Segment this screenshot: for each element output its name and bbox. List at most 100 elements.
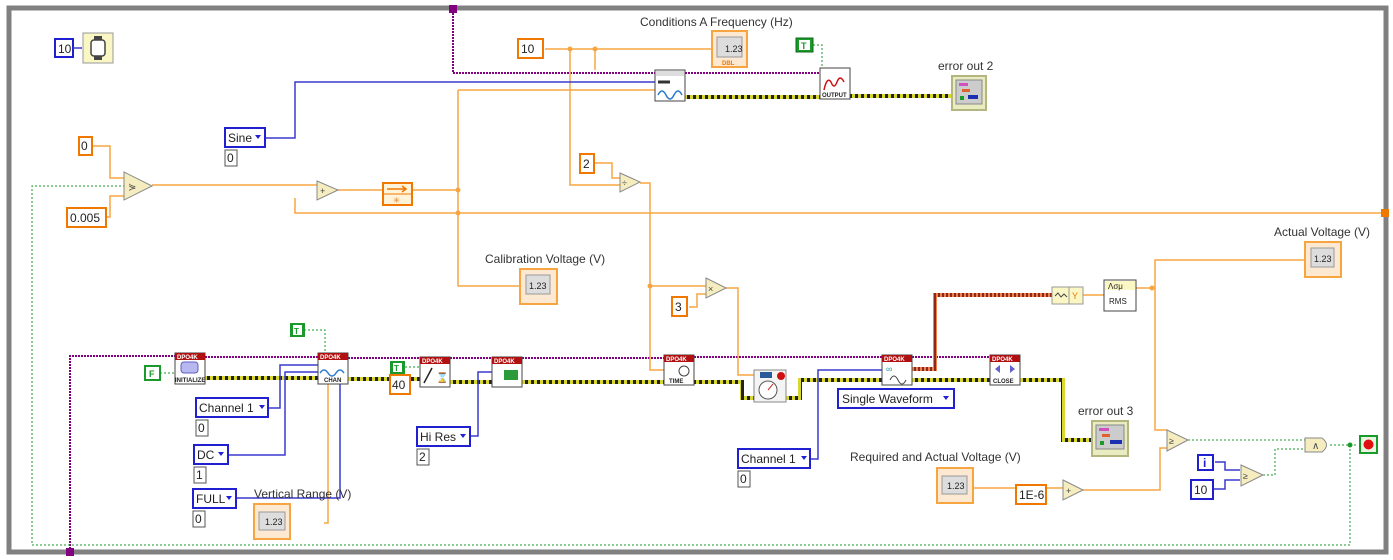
dpo-initialize-vi[interactable]: DPO4K INITIALIZE xyxy=(174,352,206,385)
start-const[interactable]: 0 xyxy=(78,136,93,156)
svg-text:✳: ✳ xyxy=(393,196,400,205)
waveform-type-enum[interactable]: Sine 0 xyxy=(224,127,266,167)
freq-label: Conditions A Frequency (Hz) xyxy=(640,15,793,29)
multiplier-const[interactable]: 3 xyxy=(671,296,688,317)
svg-text:0: 0 xyxy=(740,472,747,486)
bandwidth-enum[interactable]: FULL 0 xyxy=(192,488,237,528)
freq-indicator[interactable]: 1.23 DBL xyxy=(711,30,748,68)
dpo-config-time-vi[interactable]: DPO4K TIME xyxy=(663,354,695,386)
svg-text:i: i xyxy=(1203,456,1206,470)
svg-text:Channel 1: Channel 1 xyxy=(741,452,796,466)
svg-text:÷: ÷ xyxy=(622,178,627,188)
vertical-range-control[interactable]: 1.23 xyxy=(253,503,291,540)
svg-text:∞: ∞ xyxy=(886,364,892,374)
select-icon: ⋟ xyxy=(128,182,136,193)
select-function[interactable]: ⋟ xyxy=(123,171,154,201)
generator-configure-vi[interactable] xyxy=(654,69,686,102)
svg-text:0: 0 xyxy=(198,421,205,435)
wait-const-value: 10 xyxy=(58,42,72,56)
svg-text:⌛: ⌛ xyxy=(436,371,448,384)
svg-text:10: 10 xyxy=(1194,483,1208,497)
svg-text:CLOSE: CLOSE xyxy=(993,379,1014,385)
svg-text:Y: Y xyxy=(1072,291,1078,301)
gte-compare-iteration[interactable]: ≥ xyxy=(1240,464,1265,487)
feedback-node[interactable]: ✳ xyxy=(382,182,413,206)
svg-text:1.23: 1.23 xyxy=(265,517,283,527)
divisor-const[interactable]: 2 xyxy=(579,153,595,174)
dpo-config-acquisition-vi[interactable]: DPO4K ⌛ xyxy=(419,356,451,388)
dpo-config-channel-vi[interactable]: DPO4K CHAN xyxy=(317,352,349,385)
calibration-voltage-indicator[interactable]: 1.23 xyxy=(519,268,558,305)
freq-const[interactable]: 10 xyxy=(517,38,544,59)
gte-compare-voltage[interactable]: ≥ xyxy=(1166,429,1190,452)
svg-text:40: 40 xyxy=(392,378,406,392)
get-waveform-y[interactable]: Y xyxy=(1051,286,1084,305)
tolerance-const[interactable]: 1E-6 xyxy=(1015,484,1047,505)
rms-function[interactable]: Λσμ RMS xyxy=(1103,279,1137,312)
svg-text:Single Waveform: Single Waveform xyxy=(842,392,933,406)
divide-function[interactable]: ÷ xyxy=(619,172,642,193)
svg-text:RMS: RMS xyxy=(1109,297,1127,306)
iteration-terminal: i xyxy=(1197,454,1214,471)
output-wave-icon xyxy=(823,77,845,91)
step-const[interactable]: 0.005 xyxy=(66,207,107,228)
coupling-enum[interactable]: DC 1 xyxy=(193,444,229,484)
error-out-3-indicator[interactable] xyxy=(1091,420,1129,457)
dropdown-arrow-icon xyxy=(255,135,261,139)
ref-wire-chain xyxy=(205,356,990,359)
svg-text:Channel 1: Channel 1 xyxy=(199,401,254,415)
svg-text:DPO4K: DPO4K xyxy=(320,355,341,361)
svg-text:Sine: Sine xyxy=(228,131,252,145)
svg-text:Vertical Range (V): Vertical Range (V) xyxy=(254,487,351,501)
ref-wire-top xyxy=(452,10,655,74)
dpo-close-vi[interactable]: DPO4K CLOSE xyxy=(989,354,1021,386)
svg-text:F: F xyxy=(149,369,155,379)
svg-text:0: 0 xyxy=(227,151,234,165)
actual-voltage-indicator[interactable]: 1.23 xyxy=(1304,241,1342,278)
svg-text:DPO4K: DPO4K xyxy=(494,359,515,365)
svg-text:≥: ≥ xyxy=(1243,471,1248,481)
wait-acquisition-vi[interactable] xyxy=(753,369,787,403)
svg-text:DC: DC xyxy=(197,448,215,462)
arrow-right-icon xyxy=(387,185,408,193)
svg-text:T: T xyxy=(294,327,299,336)
add-tolerance-function[interactable]: + xyxy=(1062,479,1085,501)
svg-text:0: 0 xyxy=(81,139,88,153)
fetch-mode-enum[interactable]: Single Waveform xyxy=(837,388,955,409)
clock-icon xyxy=(678,365,690,377)
svg-text:FULL: FULL xyxy=(196,492,226,506)
wait-const[interactable]: 10 xyxy=(54,38,74,58)
svg-text:2: 2 xyxy=(419,450,426,464)
channel-b-enum[interactable]: Channel 1 0 xyxy=(737,448,811,488)
ref-tunnel-top xyxy=(449,5,457,13)
and-function[interactable]: ∧ xyxy=(1304,437,1327,453)
svg-text:DPO4K: DPO4K xyxy=(422,359,443,365)
record-length-bool[interactable]: T xyxy=(390,361,405,374)
svg-text:T: T xyxy=(801,41,807,51)
add-function[interactable]: + xyxy=(316,180,340,201)
svg-text:10: 10 xyxy=(521,42,535,56)
output-enable-vi[interactable]: OUTPUT xyxy=(819,67,851,100)
svg-text:1.23: 1.23 xyxy=(947,481,965,491)
error-wire-chain xyxy=(205,376,1092,442)
loop-condition-stop[interactable] xyxy=(1359,435,1378,454)
svg-text:DBL: DBL xyxy=(722,61,735,67)
record-length-const[interactable]: 40 xyxy=(389,374,411,395)
chan-bool-true[interactable]: T xyxy=(290,323,305,337)
required-voltage-control[interactable]: 1.23 xyxy=(936,467,974,504)
output-enable-bool[interactable]: T xyxy=(795,37,814,53)
channel-a-enum[interactable]: Channel 1 0 xyxy=(195,397,269,437)
error-out-2-indicator[interactable] xyxy=(951,75,987,111)
svg-text:DPO4K: DPO4K xyxy=(666,357,687,363)
iteration-limit-const[interactable]: 10 xyxy=(1190,479,1214,500)
wires xyxy=(31,10,1383,552)
dpo-read-waveform-vi[interactable]: DPO4K ∞ xyxy=(881,354,913,386)
while-loop-frame[interactable] xyxy=(6,5,1389,555)
multiply-function[interactable]: × xyxy=(705,277,728,299)
svg-text:×: × xyxy=(708,284,713,294)
svg-text:DPO4K: DPO4K xyxy=(992,357,1013,363)
init-bool-false[interactable]: F xyxy=(144,365,161,381)
dpo-config-mode-vi[interactable]: DPO4K xyxy=(491,356,523,388)
acq-mode-enum[interactable]: Hi Res 2 xyxy=(416,426,471,466)
wait-ms-function[interactable] xyxy=(82,32,114,64)
